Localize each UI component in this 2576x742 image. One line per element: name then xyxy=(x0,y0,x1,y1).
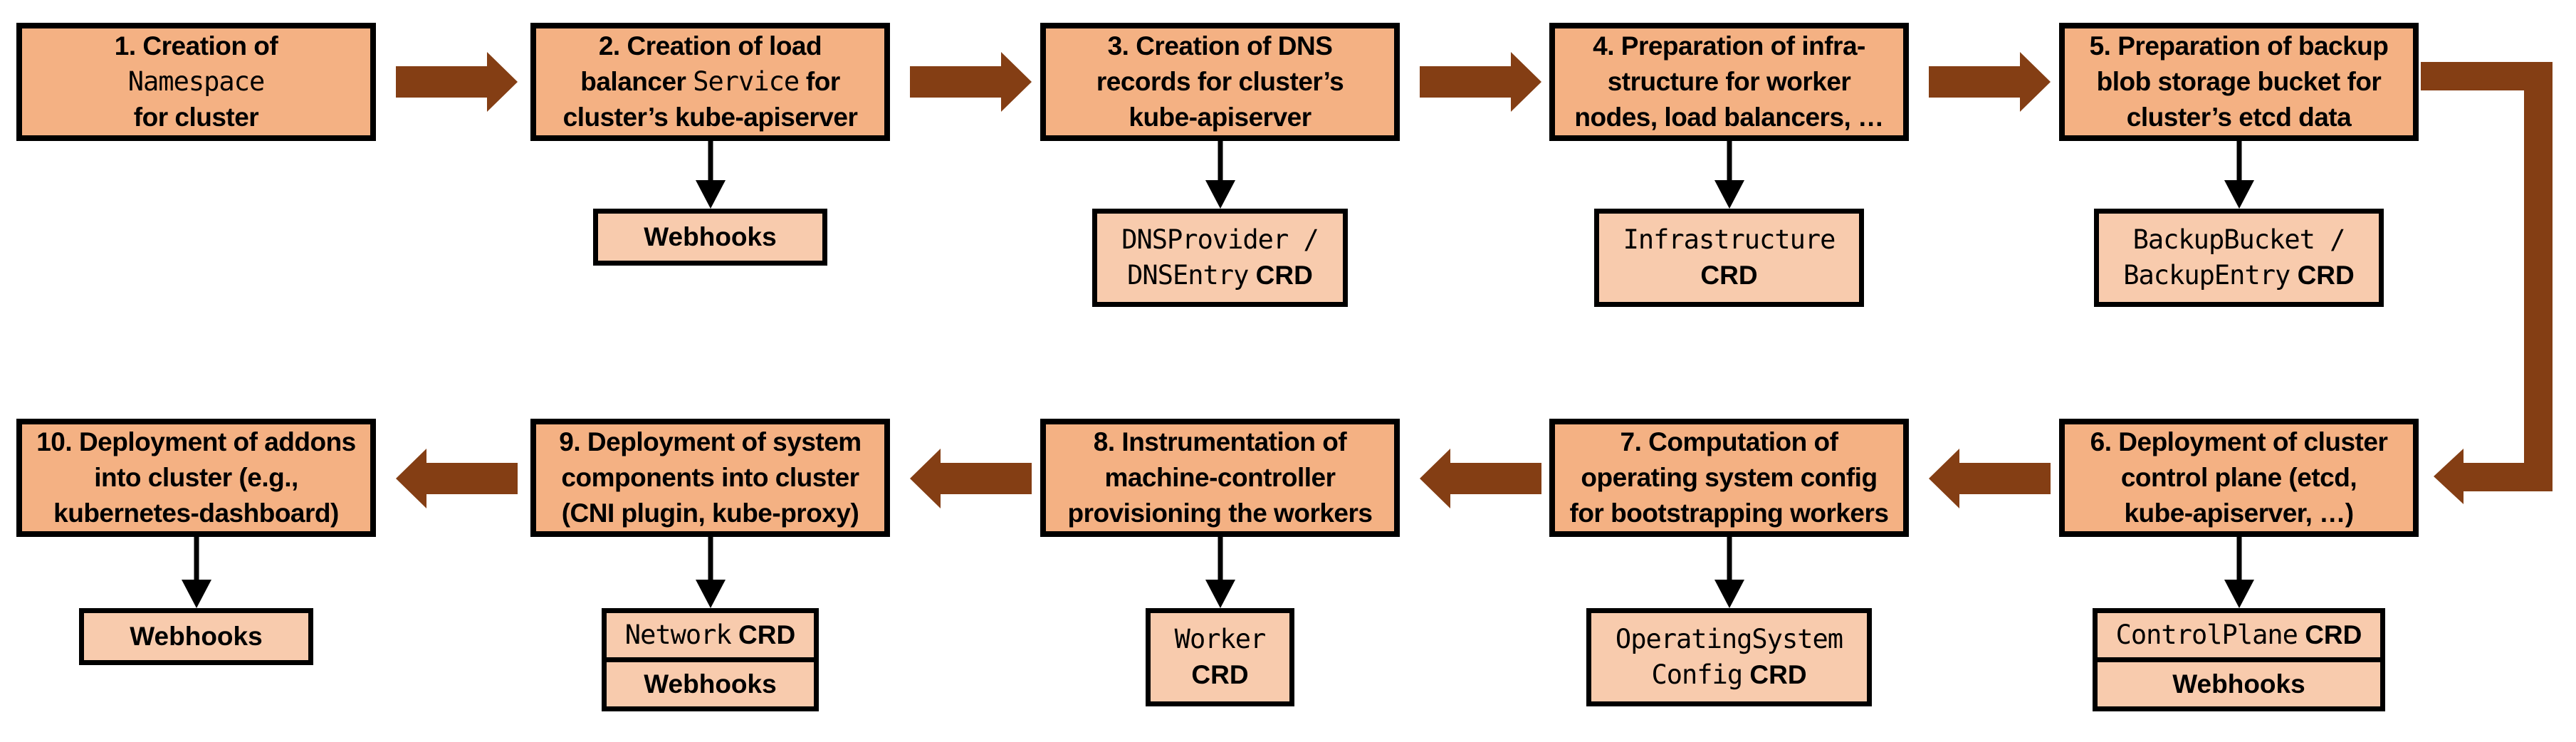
flow-arrow-left-7-8-icon xyxy=(1420,449,1541,508)
step-10-webhooks-label: Webhooks xyxy=(130,622,263,651)
step-8-crd-line-1: Worker xyxy=(1174,624,1267,654)
flow-arrow-right-2-3-icon xyxy=(910,52,1032,112)
step-8-crd-line-2: CRD xyxy=(1191,660,1249,689)
down-arrow-icon xyxy=(695,141,726,209)
elbow-arrow-5-6-icon xyxy=(2421,62,2553,504)
step-5-crd-line-1: BackupBucket / xyxy=(2132,224,2346,255)
step-10-webhooks-box: Webhooks xyxy=(79,608,313,665)
down-arrow-icon xyxy=(181,537,211,608)
step-9-webhooks-label: Webhooks xyxy=(644,669,777,699)
step-3-crd-line-1: DNSProvider / xyxy=(1121,224,1319,255)
step-7-crd-line-1: OperatingSystem xyxy=(1615,624,1843,654)
step-4-title: 4. Preparation of infra-structure for wo… xyxy=(1574,31,1884,132)
down-arrow-icon xyxy=(1205,537,1235,608)
step-5-crd-line-2: BackupEntry CRD xyxy=(2123,260,2355,291)
flow-arrow-right-3-4-icon xyxy=(1420,52,1541,112)
flow-arrow-left-9-10-icon xyxy=(396,449,518,508)
step-6-crd-label: ControlPlane CRD xyxy=(2115,620,2362,650)
step-7-crd-line-2: Config CRD xyxy=(1651,659,1807,690)
step-3-crd-box: DNSProvider / DNSEntry CRD xyxy=(1092,209,1348,307)
down-arrow-icon xyxy=(2224,537,2254,608)
step-9-webhooks-box: Webhooks xyxy=(601,657,820,711)
down-arrow-icon xyxy=(1714,537,1744,608)
flow-arrow-left-6-7-icon xyxy=(1929,449,2051,508)
step-4-crd-line-1: Infrastructure xyxy=(1623,224,1836,255)
step-4-crd-line-2: CRD xyxy=(1700,261,1758,290)
step-6-crd-box: ControlPlane CRD xyxy=(2092,608,2386,662)
step-9-crd-box: Network CRD xyxy=(601,608,820,662)
flow-arrow-right-1-2-icon xyxy=(396,52,518,112)
step-5-crd-box: BackupBucket / BackupEntry CRD xyxy=(2094,209,2384,307)
step-4-column: 4. Preparation of infra-structure for wo… xyxy=(1549,23,1909,307)
step-6-webhooks-box: Webhooks xyxy=(2092,657,2386,711)
flow-arrow-right-4-5-icon xyxy=(1929,52,2051,112)
down-arrow-icon xyxy=(1205,141,1235,209)
down-arrow-icon xyxy=(1714,141,1744,209)
step-9-crd-label: Network CRD xyxy=(624,620,796,650)
step-6-webhooks-label: Webhooks xyxy=(2172,669,2305,699)
down-arrow-icon xyxy=(2224,141,2254,209)
flow-arrow-left-8-9-icon xyxy=(910,449,1032,508)
step-4-box: 4. Preparation of infra-structure for wo… xyxy=(1549,23,1909,141)
step-9-sub-stack: Network CRD Webhooks xyxy=(601,608,820,711)
step-2-webhooks-label: Webhooks xyxy=(644,222,777,251)
step-3-crd-line-2: DNSEntry CRD xyxy=(1127,260,1313,291)
step-2-webhooks-box: Webhooks xyxy=(593,209,827,266)
step-8-crd-box: Worker CRD xyxy=(1145,608,1295,706)
step-4-crd-box: Infrastructure CRD xyxy=(1593,209,1865,307)
down-arrow-icon xyxy=(695,537,726,608)
step-6-sub-stack: ControlPlane CRD Webhooks xyxy=(2092,608,2386,711)
step-7-crd-box: OperatingSystem Config CRD xyxy=(1586,608,1873,706)
